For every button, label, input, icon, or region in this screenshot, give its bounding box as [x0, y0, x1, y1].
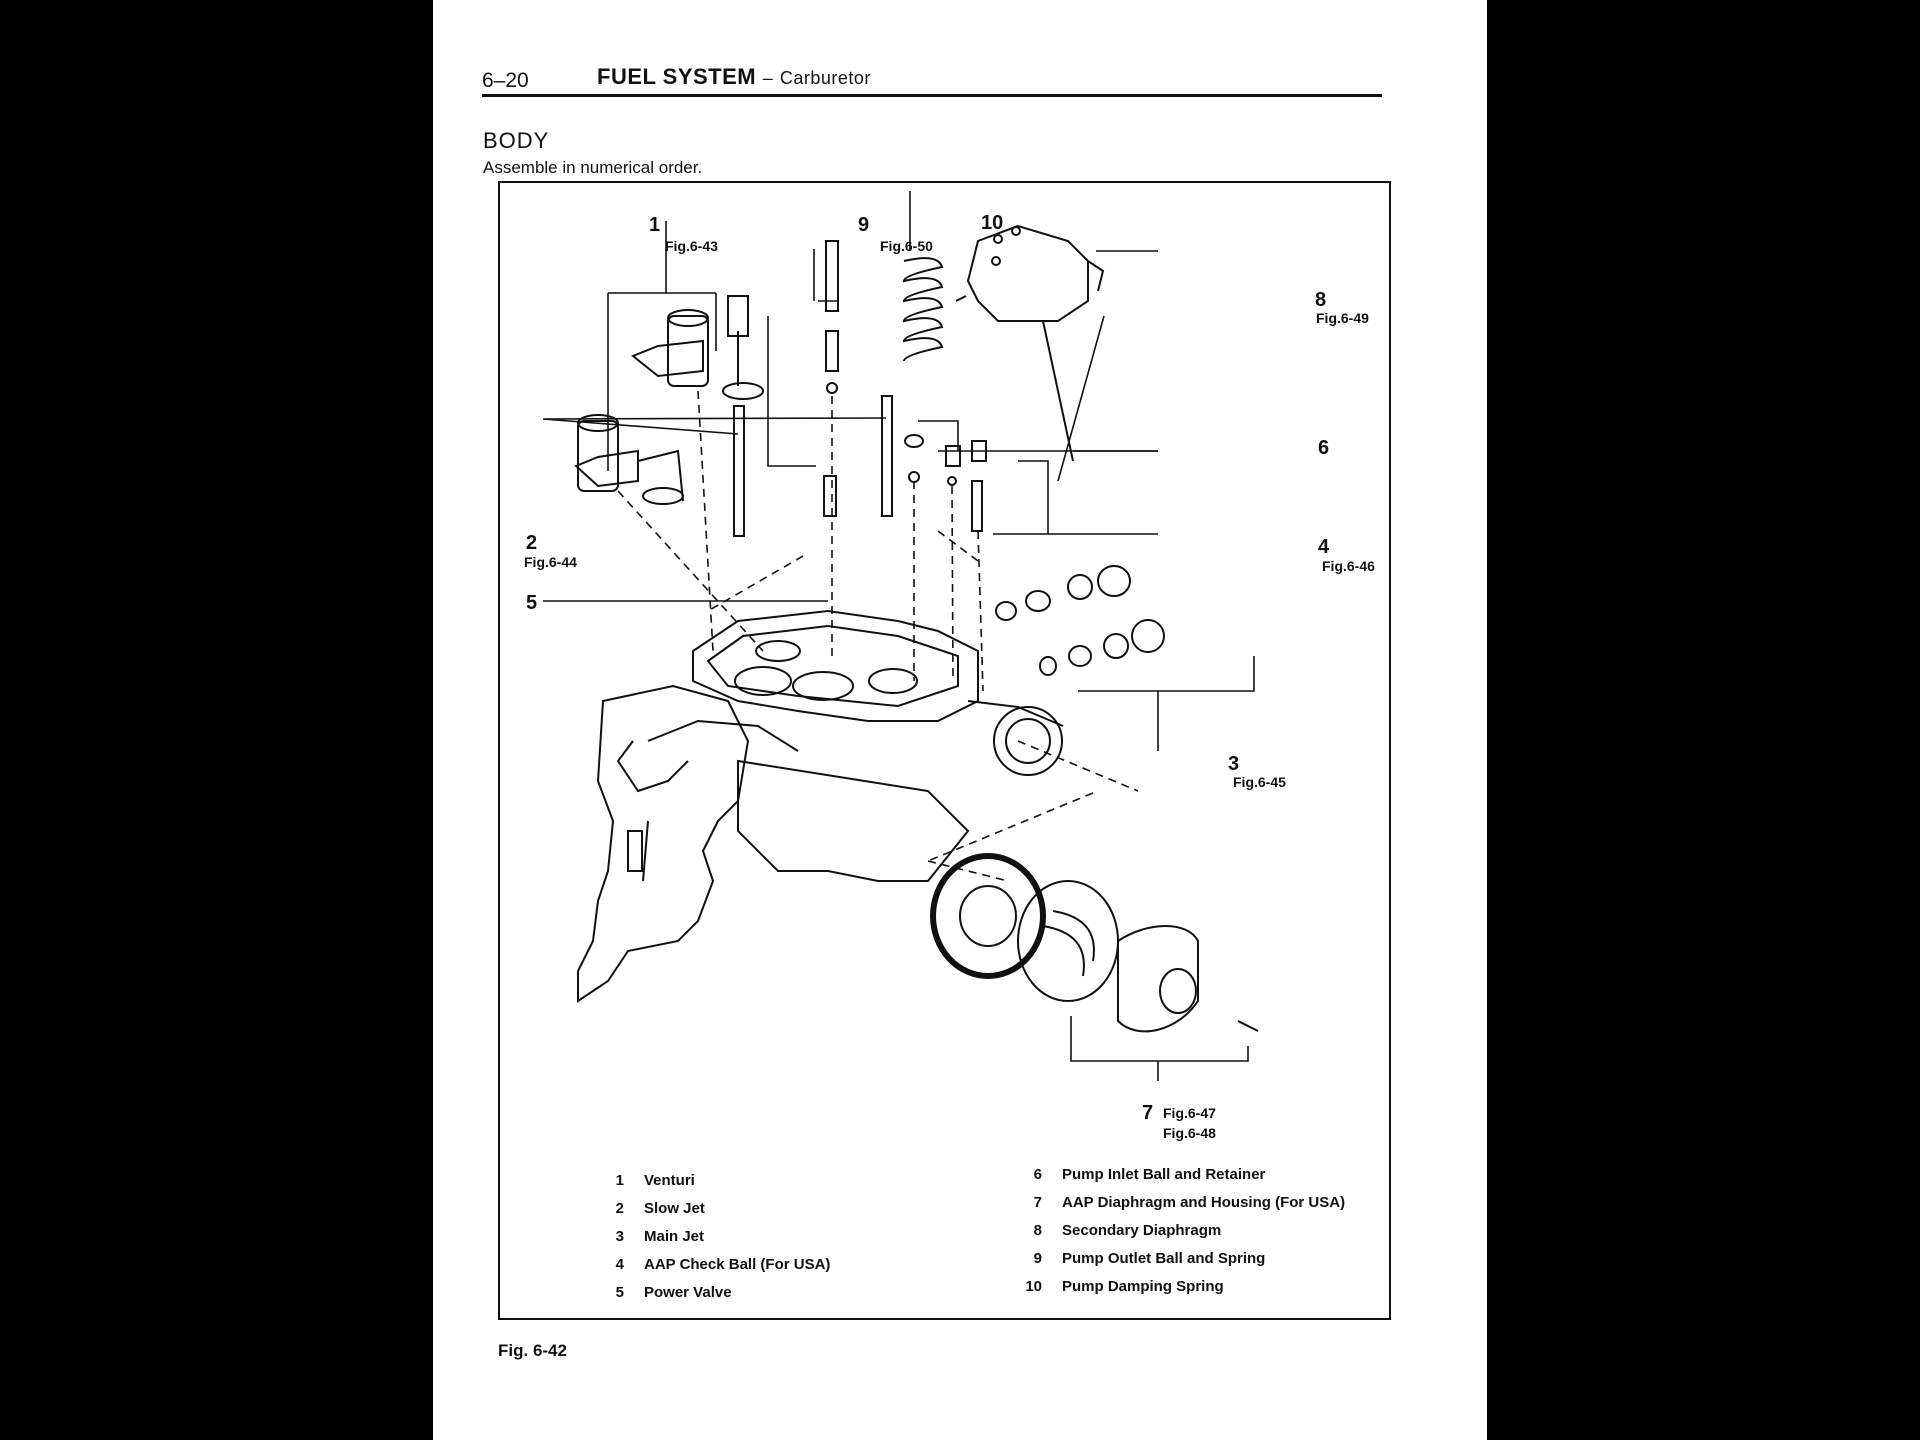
callout-3-fig: Fig.6-45	[1233, 774, 1286, 790]
callout-5-number: 5	[526, 592, 538, 614]
callout-4-number: 4	[1318, 536, 1330, 558]
callout-6-number: 6	[1318, 437, 1330, 459]
callout-1-fig: Fig.6-43	[665, 238, 718, 254]
section-title: BODY	[483, 128, 550, 153]
figure-frame	[498, 181, 1391, 1320]
page-title: FUEL SYSTEM – Carburetor	[597, 64, 871, 90]
page-number: 6–20	[482, 69, 529, 92]
callout-8-number: 8	[1315, 289, 1327, 311]
callout-4-fig: Fig.6-46	[1322, 558, 1375, 574]
callout-8-fig: Fig.6-49	[1316, 310, 1369, 326]
callout-7-fig2: Fig.6-48	[1163, 1125, 1216, 1141]
callout-2-fig: Fig.6-44	[524, 554, 577, 570]
page-title-main: FUEL SYSTEM	[597, 64, 757, 89]
callout-9-number: 9	[858, 214, 870, 236]
manual-page	[433, 0, 1487, 1440]
page-title-sub: Carburetor	[779, 68, 871, 88]
callout-10-number: 10	[981, 212, 1004, 234]
header-rule	[482, 94, 1382, 97]
page-title-separator: –	[762, 68, 774, 88]
callout-7-fig: Fig.6-47	[1163, 1105, 1216, 1121]
carburetor-exploded-diagram	[542, 191, 1259, 1081]
callout-2-number: 2	[526, 532, 538, 554]
callout-3-number: 3	[1228, 753, 1240, 775]
figure-caption: Fig. 6-42	[498, 1341, 567, 1360]
callout-1-number: 1	[649, 214, 661, 236]
section-instruction: Assemble in numerical order.	[483, 158, 703, 177]
callout-9-fig: Fig.6-50	[880, 238, 933, 254]
callout-7-number: 7	[1142, 1102, 1154, 1124]
